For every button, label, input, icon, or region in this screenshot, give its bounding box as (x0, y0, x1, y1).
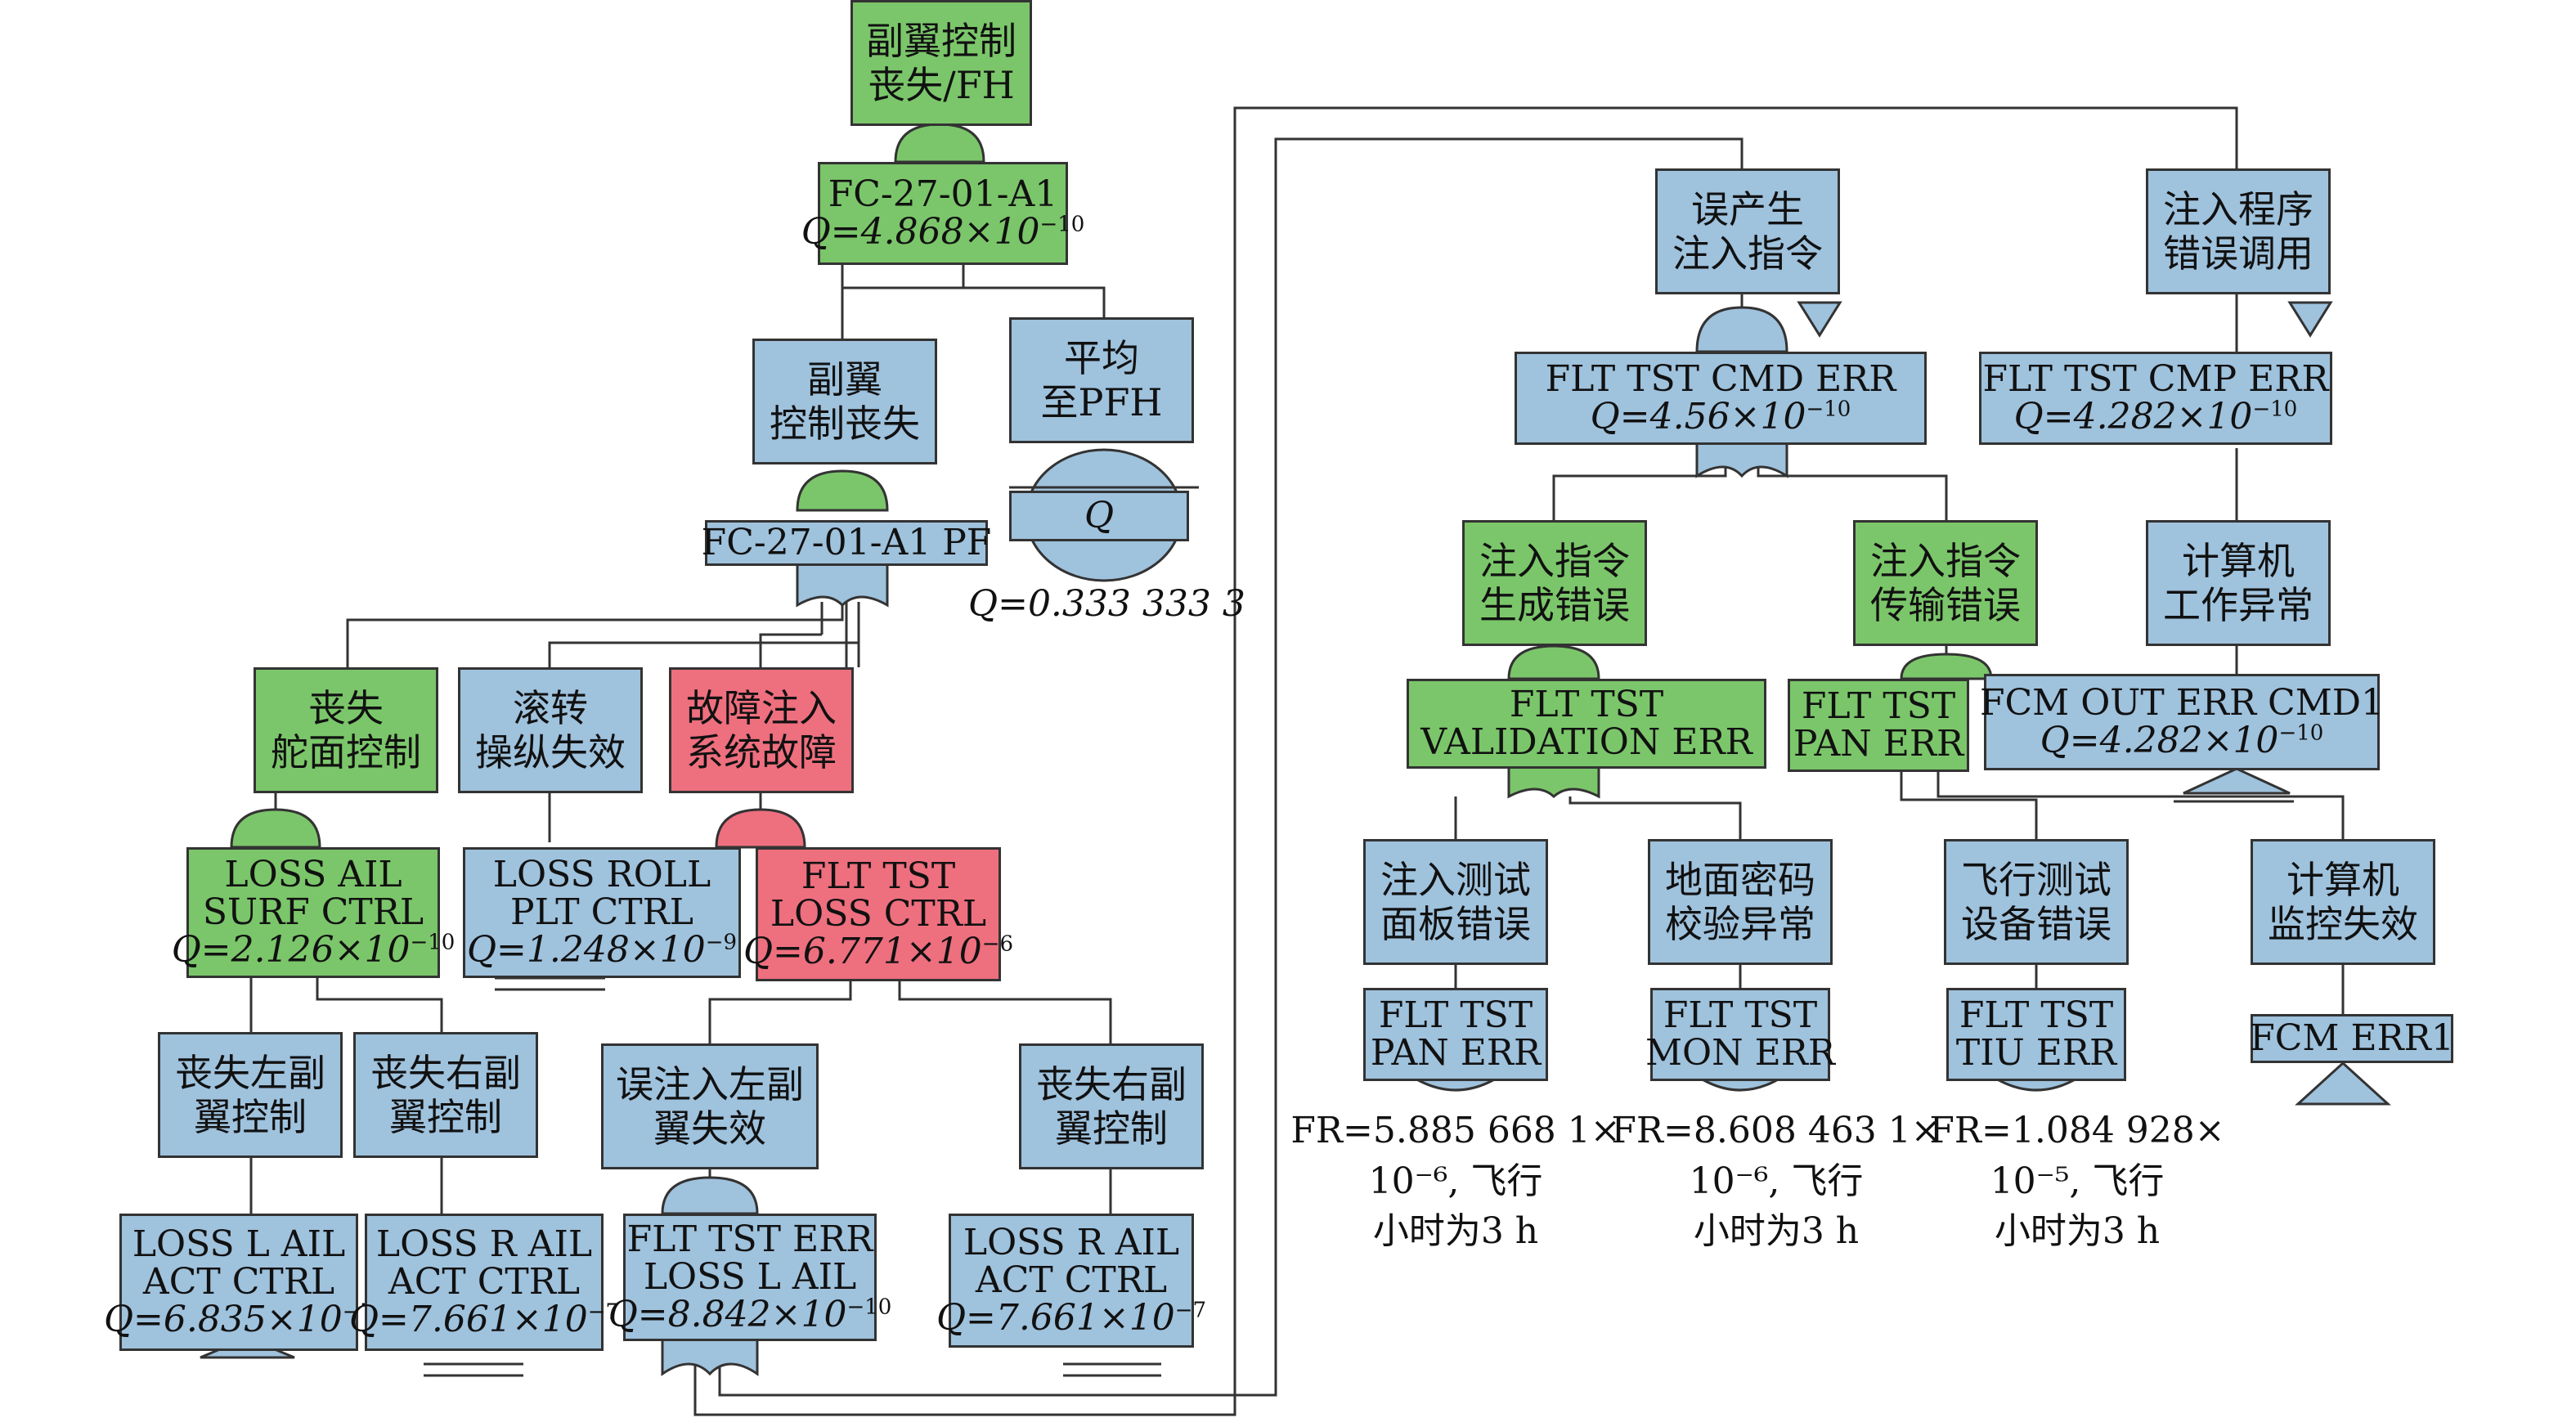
gate-monitor-failure: FCM ERR1 (2250, 1014, 2454, 1063)
gate-panel-error: FLT TST PAN ERR (1363, 988, 1548, 1081)
event-program-error: 注入程序 错误调用 (2146, 168, 2331, 294)
event-mis-generate: 误产生 注入指令 (1655, 168, 1840, 294)
note-test-equipment: FR=1.084 928× 10⁻⁵, 飞行 小时为3 h (1929, 1110, 2225, 1253)
event-aileron: 副翼 控制丧失 (752, 339, 937, 464)
gate-aileron: FC-27-01-A1 PF (702, 520, 991, 566)
event-right-aileron-2: 丧失右副 翼控制 (1019, 1043, 1204, 1169)
gate-test-equipment: FLT TST TIU ERR (1946, 988, 2126, 1081)
gate-password-check: FLT TST MON ERR (1645, 988, 1835, 1081)
event-avg: 平均 至PFH (1009, 317, 1194, 443)
event-roll: 滚转 操纵失效 (458, 667, 643, 793)
gate-generate-error: FLT TST VALIDATION ERR (1407, 679, 1766, 769)
note-password-check: FR=8.608 463 1× 10⁻⁶, 飞行 小时为3 h (1611, 1110, 1941, 1253)
event-test-equipment: 飞行测试 设备错误 (1944, 839, 2129, 965)
avg-q-label: Q (1084, 494, 1115, 536)
event-top: 副翼控制 丧失/FH (850, 0, 1032, 126)
note-panel-error: FR=5.885 668 1× 10⁻⁶, 飞行 小时为3 h (1290, 1110, 1621, 1253)
event-fault-injection: 故障注入 系统故障 (669, 667, 854, 793)
event-panel-error: 注入测试 面板错误 (1363, 839, 1548, 965)
event-computer-abnormal: 计算机 工作异常 (2146, 520, 2331, 646)
event-top-line2: 丧失/FH (868, 63, 1015, 107)
avg-q-value: Q=0.333 333 3 (968, 583, 1245, 625)
event-generate-error: 注入指令 生成错误 (1462, 520, 1647, 646)
avg-q-band: Q (1009, 491, 1189, 541)
gate-transmit-error: FLT TST PAN ERR (1788, 679, 1969, 772)
event-top-line1: 副翼控制 (866, 18, 1016, 63)
event-left-aileron: 丧失左副 翼控制 (158, 1032, 343, 1158)
gate-roll: LOSS ROLL PLT CTRL Q=1.248×10−9 (463, 847, 741, 978)
gate-rudder: LOSS AIL SURF CTRL Q=2.126×10−10 (172, 847, 455, 978)
event-rudder: 丧失 舵面控制 (254, 667, 438, 793)
gate-right-aileron-1: LOSS R AIL ACT CTRL Q=7.661×10−7 (349, 1214, 619, 1351)
gate-mis-inject-left: FLT TST ERR LOSS L AIL Q=8.842×10−10 (608, 1214, 891, 1341)
gate-left-aileron: LOSS L AIL ACT CTRL Q=6.835×10−7 (104, 1214, 374, 1351)
event-monitor-failure: 计算机 监控失效 (2251, 839, 2435, 965)
gate-program-error: FLT TST CMP ERR Q=4.282×10−10 (1979, 352, 2332, 445)
gate-computer-abnormal: FCM OUT ERR CMD1 Q=4.282×10−10 (1980, 674, 2384, 770)
event-password-check: 地面密码 校验异常 (1648, 839, 1833, 965)
gate-fault-injection: FLT TST LOSS CTRL Q=6.771×10−6 (743, 847, 1013, 981)
top-or-gate-shape (894, 123, 985, 164)
gate-top: FC-27-01-A1 Q=4.868×10−10 (801, 162, 1084, 265)
event-transmit-error: 注入指令 传输错误 (1853, 520, 2038, 646)
event-mis-inject-left: 误注入左副 翼失效 (601, 1043, 819, 1169)
gate-right-aileron-2: LOSS R AIL ACT CTRL Q=7.661×10−7 (936, 1214, 1206, 1348)
event-right-aileron-1: 丧失右副 翼控制 (353, 1032, 538, 1158)
gate-mis-generate: FLT TST CMD ERR Q=4.56×10−10 (1515, 352, 1927, 445)
